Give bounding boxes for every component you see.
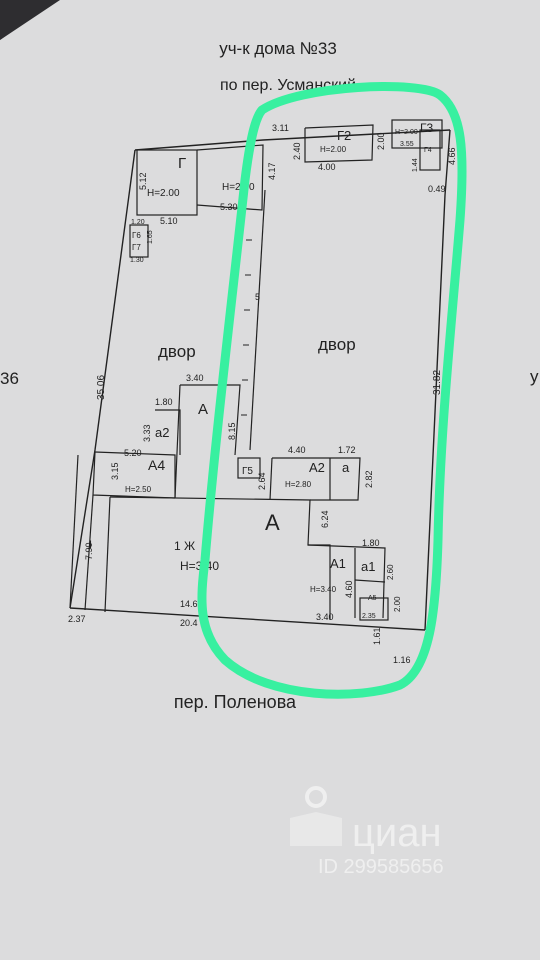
room-a1: А1 xyxy=(330,556,346,571)
dim-161: 1.61 xyxy=(372,627,382,645)
dim-315: 3.15 xyxy=(110,462,120,480)
dim-204: 20.4 xyxy=(180,618,198,628)
dim-355: 3.55 xyxy=(400,141,414,148)
room-labels: Г H=2.00 H=2.00 Г2 H=2.00 Г3 H=2.00 Г6 Г… xyxy=(89,121,433,602)
dim-512: 5.12 xyxy=(138,172,148,190)
room-g6: Г6 xyxy=(132,231,141,240)
room-a1-small: а1 xyxy=(361,559,375,574)
fence-hatch xyxy=(241,239,252,416)
dim-237: 2.37 xyxy=(68,614,86,624)
room-a2: А2 xyxy=(309,460,325,475)
building-outlines xyxy=(69,119,443,621)
yard-right-label: двор xyxy=(318,335,356,354)
dim-440: 4.40 xyxy=(288,445,306,455)
listing-id: ID 299585656 xyxy=(318,856,444,878)
dim-333: 3.33 xyxy=(142,424,152,442)
dim-165: 1.65 xyxy=(147,230,154,244)
dim-3506: 35.06 xyxy=(96,375,107,400)
room-a2-small: а2 xyxy=(155,425,169,440)
dim-510: 5.10 xyxy=(160,216,178,226)
dim-520: 5.20 xyxy=(124,448,142,458)
room-a: А xyxy=(198,401,208,418)
dim-180: 1.80 xyxy=(155,397,173,407)
cian-brand: циан xyxy=(352,811,442,855)
dim-120: 1.20 xyxy=(131,219,145,226)
dim-282: 2.82 xyxy=(364,470,374,488)
dim-417: 4.17 xyxy=(267,162,277,180)
dim-146: 14.6 xyxy=(180,599,198,609)
dim-400: 4.00 xyxy=(318,162,336,172)
dim-460: 4.60 xyxy=(344,580,354,598)
plot-header-line1: уч-к дома №33 xyxy=(219,39,337,58)
room-g7: Г7 xyxy=(132,243,141,252)
dim-172: 1.72 xyxy=(338,445,356,455)
yard-left-label: двор xyxy=(158,342,196,361)
room-g4: Г4 xyxy=(424,147,432,154)
room-a1-height: H=3.40 xyxy=(310,585,337,594)
room-lzh: 1 Ж xyxy=(174,539,195,553)
dim-340-top: 3.40 xyxy=(186,373,204,383)
room-a5: А5 xyxy=(368,595,377,602)
dim-624: 6.24 xyxy=(320,510,330,528)
room-lzh-height: H=3.40 xyxy=(180,559,219,573)
dim-049: 0.49 xyxy=(428,184,446,194)
cian-logo-icon xyxy=(290,812,342,846)
street-label: пер. Поленова xyxy=(174,692,297,712)
dim-116: 1.16 xyxy=(393,655,411,665)
dim-264: 2.64 xyxy=(257,472,267,490)
dim-260: 2.60 xyxy=(386,564,395,580)
dim-144: 1.44 xyxy=(412,158,419,172)
room-a2-height: H=2.80 xyxy=(285,480,312,489)
right-edge-letter: у xyxy=(530,367,539,386)
dim-3182: 31.82 xyxy=(432,370,443,395)
dim-200-top: 2.00 xyxy=(376,132,386,150)
dim-130: 1.30 xyxy=(130,257,144,264)
room-g3-height: H=2.00 xyxy=(395,129,418,136)
dim-790: 7.90 xyxy=(84,542,94,560)
room-a4-height: H=2.50 xyxy=(125,485,152,494)
dim-5: 5 xyxy=(255,292,260,302)
room-a-small: а xyxy=(342,460,350,475)
dim-240: 2.40 xyxy=(292,142,302,160)
left-edge-number: 36 xyxy=(0,369,19,388)
room-a-main: А xyxy=(265,510,280,535)
strip-i: I xyxy=(89,539,92,551)
room-g3: Г3 xyxy=(420,121,433,135)
highlight-outline xyxy=(197,82,467,699)
room-a4: А4 xyxy=(148,457,165,473)
dim-235: 2.35 xyxy=(362,613,376,620)
dim-530: 5.30 xyxy=(220,202,238,212)
room-g5: Г5 xyxy=(242,466,253,477)
plot-boundary xyxy=(69,129,451,631)
dim-200-bottom: 2.00 xyxy=(393,596,402,612)
location-pin-icon xyxy=(305,786,327,808)
dim-466: 4.66 xyxy=(447,147,457,165)
corner-shadow xyxy=(0,0,60,40)
room-g: Г xyxy=(178,155,186,172)
room-g2-height: H=2.00 xyxy=(320,145,347,154)
room-g2: Г2 xyxy=(337,128,351,143)
dim-815: 8.15 xyxy=(227,422,237,440)
dim-180b: 1.80 xyxy=(362,538,380,548)
dim-340-bottom: 3.40 xyxy=(316,612,334,622)
cian-watermark: циан ID 299585656 xyxy=(290,786,444,878)
dimension-labels: 3.11 2.40 4.00 2.00 3.55 1.44 4.66 0.49 … xyxy=(68,123,457,665)
shed-height: H=2.00 xyxy=(222,182,255,193)
dim-311: 3.11 xyxy=(272,123,289,133)
building-g xyxy=(136,149,198,216)
room-g-height: H=2.00 xyxy=(147,188,180,199)
